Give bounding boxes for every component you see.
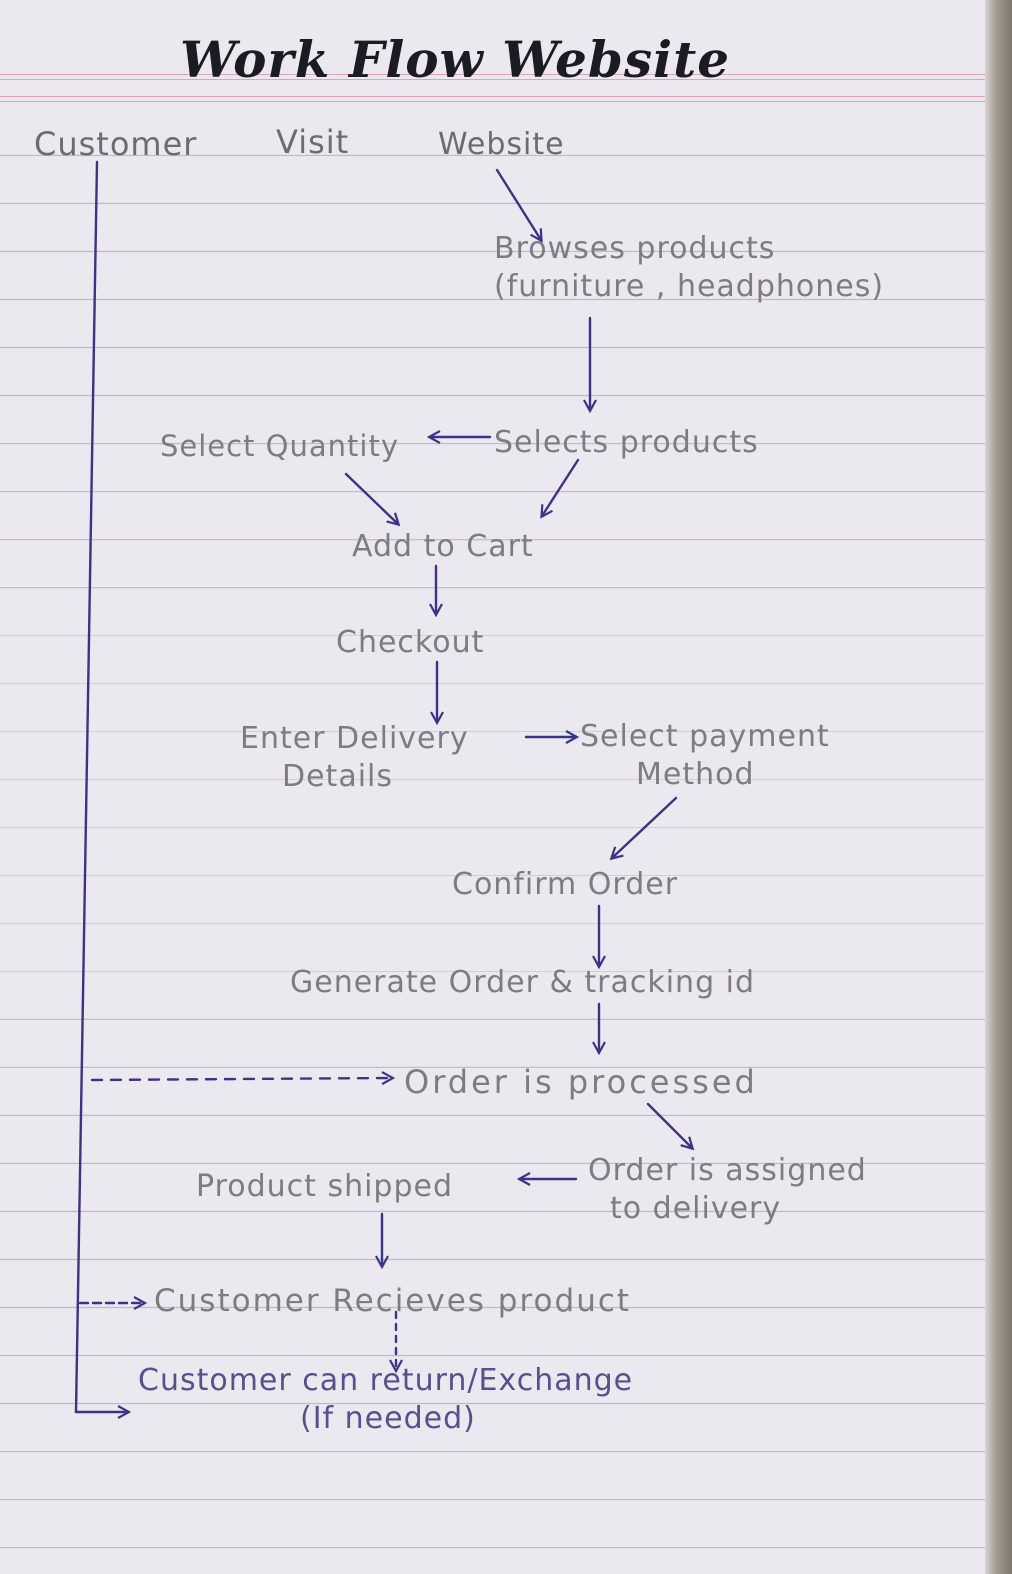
- node-order-assigned: Order is assigned to delivery: [588, 1152, 867, 1227]
- node-website: Website: [438, 127, 565, 162]
- node-order-assigned-line2: to delivery: [610, 1190, 782, 1226]
- branch-to-processed: [90, 1078, 392, 1080]
- connector-arrows: [74, 160, 985, 1574]
- arrow-website-to-browses: [495, 168, 541, 240]
- arrow-quantity-to-cart: [344, 472, 398, 524]
- diagram-title: Work Flow Website: [180, 30, 731, 89]
- node-return-line1: Customer can return/Exchange: [138, 1363, 634, 1398]
- node-return-exchange: Customer can return/Exchange (If needed): [138, 1362, 633, 1437]
- margin-line-top: [0, 74, 985, 75]
- node-order-assigned-line1: Order is assigned: [588, 1153, 867, 1188]
- node-visit: Visit: [276, 123, 350, 161]
- notebook-binding-edge: [985, 0, 1012, 1574]
- arrow-payment-to-confirm: [612, 796, 678, 858]
- margin-line-mid-2: [0, 101, 985, 102]
- node-select-payment-line1: Select payment: [580, 719, 830, 754]
- node-selects-products: Selects products: [494, 425, 759, 460]
- node-checkout: Checkout: [336, 625, 485, 660]
- node-enter-delivery-line1: Enter Delivery: [240, 721, 469, 756]
- node-order-processed: Order is processed: [404, 1063, 758, 1101]
- notebook-page: Work Flow Website Customer Visit Website…: [0, 0, 985, 1574]
- node-enter-delivery-details: Enter Delivery Details: [240, 720, 469, 795]
- node-customer: Customer: [34, 125, 198, 163]
- margin-line-top-2: [0, 79, 985, 80]
- node-confirm-order: Confirm Order: [452, 867, 679, 902]
- node-return-line2: (If needed): [300, 1400, 476, 1436]
- node-customer-receives: Customer Recieves product: [154, 1283, 632, 1319]
- node-select-quantity: Select Quantity: [160, 429, 399, 463]
- arrow-selects-to-cart: [542, 458, 580, 516]
- timeline-line: [74, 160, 99, 1414]
- arrow-processed-to-assigned: [646, 1102, 692, 1148]
- margin-line-mid: [0, 96, 985, 97]
- node-select-payment-line2: Method: [636, 756, 755, 792]
- node-product-shipped: Product shipped: [196, 1169, 454, 1204]
- node-add-to-cart: Add to Cart: [352, 529, 534, 564]
- node-enter-delivery-line2: Details: [282, 758, 394, 794]
- node-browses-line2: (furniture , headphones): [494, 268, 885, 304]
- node-select-payment-method: Select payment Method: [580, 718, 830, 793]
- node-generate-order: Generate Order & tracking id: [290, 965, 756, 1000]
